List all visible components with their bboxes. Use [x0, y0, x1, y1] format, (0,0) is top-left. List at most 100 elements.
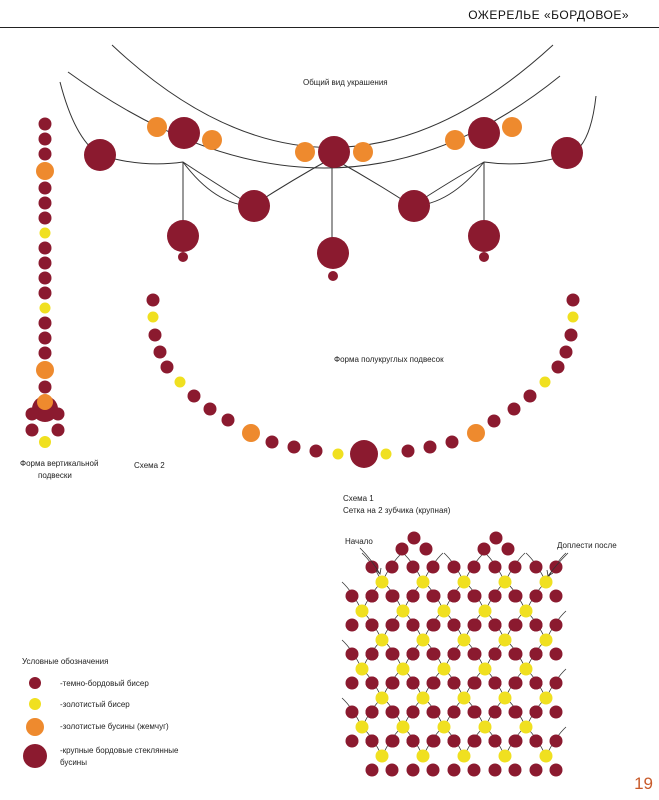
bead-gold-seed [332, 448, 344, 460]
bead-burgundy [38, 256, 52, 270]
bead-burgundy [38, 380, 52, 394]
bead-burgundy [38, 117, 52, 131]
bead-burgundy [419, 542, 433, 556]
bead-burgundy [427, 647, 441, 661]
bead-burgundy [488, 734, 502, 748]
bead-gold-seed [416, 575, 430, 589]
bead-small [479, 252, 489, 262]
net-arrows [359, 547, 569, 577]
bead-large [317, 237, 349, 269]
bead-burgundy [345, 676, 359, 690]
bead-gold [445, 130, 465, 150]
bead-burgundy [426, 734, 440, 748]
bead-burgundy [203, 402, 217, 416]
bead-burgundy [148, 328, 162, 342]
bead-burgundy [406, 705, 420, 719]
bead-burgundy [345, 734, 359, 748]
bead-small [328, 271, 338, 281]
bead-gold [202, 130, 222, 150]
legend-burgundy-seed-icon [29, 677, 41, 689]
bead-burgundy [488, 560, 502, 574]
bead-burgundy [549, 763, 563, 777]
finish-label: Доплести после [557, 541, 617, 550]
bead-gold-seed [437, 604, 451, 618]
bead-burgundy [38, 147, 52, 161]
bead-burgundy [509, 589, 523, 603]
bead-burgundy [385, 618, 399, 632]
scheme1-sublabel: Сетка на 2 зубчика (крупная) [343, 506, 451, 515]
bead-burgundy [445, 435, 459, 449]
legend-item-2: -золотистый бисер [60, 700, 130, 709]
bead-burgundy [488, 618, 502, 632]
bead-burgundy [559, 345, 573, 359]
bead-burgundy [38, 316, 52, 330]
bead-burgundy [386, 647, 400, 661]
net-beads [345, 531, 563, 777]
legend-gold-seed-icon [29, 698, 41, 710]
overview-beads [84, 117, 583, 281]
bead-burgundy [423, 440, 437, 454]
bead-burgundy [365, 647, 379, 661]
bead-burgundy [287, 440, 301, 454]
bead-burgundy [508, 676, 522, 690]
scheme1-label: Схема 1 [343, 494, 374, 503]
bead-small [178, 252, 188, 262]
bead-gold [242, 424, 260, 442]
scheme2-label: Схема 2 [134, 461, 165, 470]
bead-gold-seed [416, 749, 430, 763]
bead-burgundy [160, 360, 174, 374]
bead-burgundy [426, 560, 440, 574]
bead-gold-seed [457, 691, 471, 705]
bead-burgundy [25, 423, 39, 437]
bead-burgundy [549, 705, 563, 719]
legend-title: Условные обозначения [22, 657, 109, 666]
bead-burgundy [529, 705, 543, 719]
bead-burgundy [467, 560, 481, 574]
bead-large [238, 190, 270, 222]
bead-burgundy [385, 763, 399, 777]
bead-burgundy [523, 389, 537, 403]
bead-large [168, 117, 200, 149]
bead-burgundy [477, 542, 491, 556]
bead-burgundy [153, 345, 167, 359]
bead-burgundy [345, 705, 359, 719]
bead-burgundy [509, 705, 523, 719]
bead-gold-seed [539, 575, 553, 589]
bead-large [551, 137, 583, 169]
bead-burgundy [406, 618, 420, 632]
bead-gold-seed [396, 662, 410, 676]
bead-burgundy [345, 589, 359, 603]
bead-gold-seed [519, 720, 533, 734]
bead-burgundy [467, 676, 481, 690]
semicircle-pendant [146, 293, 580, 468]
bead-burgundy [447, 763, 461, 777]
bead-gold-seed [519, 604, 533, 618]
bead-gold [36, 361, 54, 379]
bead-burgundy [501, 542, 515, 556]
legend-swatches [23, 677, 47, 768]
bead-gold-seed [396, 604, 410, 618]
bead-burgundy [51, 407, 65, 421]
bead-gold-seed [39, 227, 51, 239]
bead-burgundy [488, 647, 502, 661]
bead-burgundy [447, 589, 461, 603]
bead-burgundy [426, 676, 440, 690]
bead-gold-seed [478, 720, 492, 734]
bead-gold-seed [539, 376, 551, 388]
bead-burgundy [489, 531, 503, 545]
bead-burgundy [426, 763, 440, 777]
bead-gold-seed [396, 720, 410, 734]
bead-gold-seed [147, 311, 159, 323]
bead-gold [467, 424, 485, 442]
vertical-label-1: Форма вертикальной [20, 459, 99, 468]
bead-burgundy [406, 763, 420, 777]
bead-gold-seed [437, 720, 451, 734]
bead-burgundy [529, 647, 543, 661]
bead-gold-seed [416, 691, 430, 705]
legend-item-3: -золотистые бусины (жемчуг) [60, 722, 169, 731]
bead-gold-seed [355, 662, 369, 676]
vertical-pendant [25, 117, 65, 448]
bead-burgundy [508, 763, 522, 777]
bead-burgundy [365, 618, 379, 632]
bead-gold-seed [375, 575, 389, 589]
